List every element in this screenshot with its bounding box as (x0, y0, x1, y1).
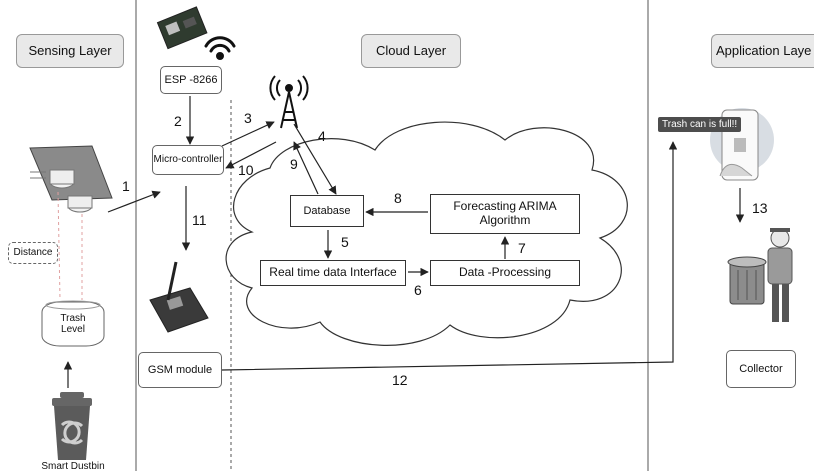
realtime-interface-node: Real time data Interface (260, 260, 406, 286)
trash-level-cylinder-icon (41, 300, 105, 347)
gsm-module-node: GSM module (138, 352, 222, 388)
data-processing-node: Data -Processing (430, 260, 580, 286)
cloud-layer-header: Cloud Layer (361, 34, 461, 68)
radio-tower-icon (269, 75, 309, 129)
arrow-12 (221, 141, 678, 371)
collector-node: Collector (726, 350, 796, 388)
step-label-11: 11 (192, 212, 207, 228)
gsm-board-icon (149, 261, 209, 333)
step-label-12: 12 (392, 372, 408, 388)
sensing-layer-header: Sensing Layer (16, 34, 124, 68)
forecasting-node: Forecasting ARIMA Algorithm (430, 194, 580, 234)
arrow-3 (221, 121, 275, 147)
microcontroller-node: Micro-controller (152, 145, 224, 175)
wifi-icon (204, 36, 236, 60)
step-label-5: 5 (341, 234, 349, 250)
arrow-10 (225, 141, 277, 169)
step-label-1: 1 (122, 178, 130, 194)
step-label-3: 3 (244, 110, 252, 126)
collector-person-icon (727, 228, 793, 322)
trash-level-label: Trash Level (60, 312, 86, 336)
step-label-2: 2 (174, 113, 182, 129)
step-label-9: 9 (290, 156, 298, 172)
esp8266-node: ESP -8266 (160, 66, 222, 94)
step-label-13: 13 (752, 200, 768, 216)
step-label-10: 10 (238, 162, 254, 178)
ultrasonic-sensor-icon (29, 145, 113, 213)
step-label-7: 7 (518, 240, 526, 256)
distance-node: Distance (8, 242, 58, 264)
step-label-8: 8 (394, 190, 402, 206)
esp8266-board-icon (156, 6, 208, 50)
smart-dustbin-label: Smart Dustbin (41, 461, 105, 471)
smart-dustbin-icon (52, 392, 92, 460)
step-label-4: 4 (318, 128, 326, 144)
step-label-6: 6 (414, 282, 422, 298)
distance-beam-left (57, 191, 61, 301)
arrow-9 (293, 141, 319, 195)
trash-full-notification: Trash can is full!! (658, 117, 742, 132)
application-layer-header: Application Laye (711, 34, 814, 68)
arrow-4 (293, 123, 337, 195)
arrow-1 (107, 190, 161, 213)
database-node: Database (290, 195, 364, 227)
